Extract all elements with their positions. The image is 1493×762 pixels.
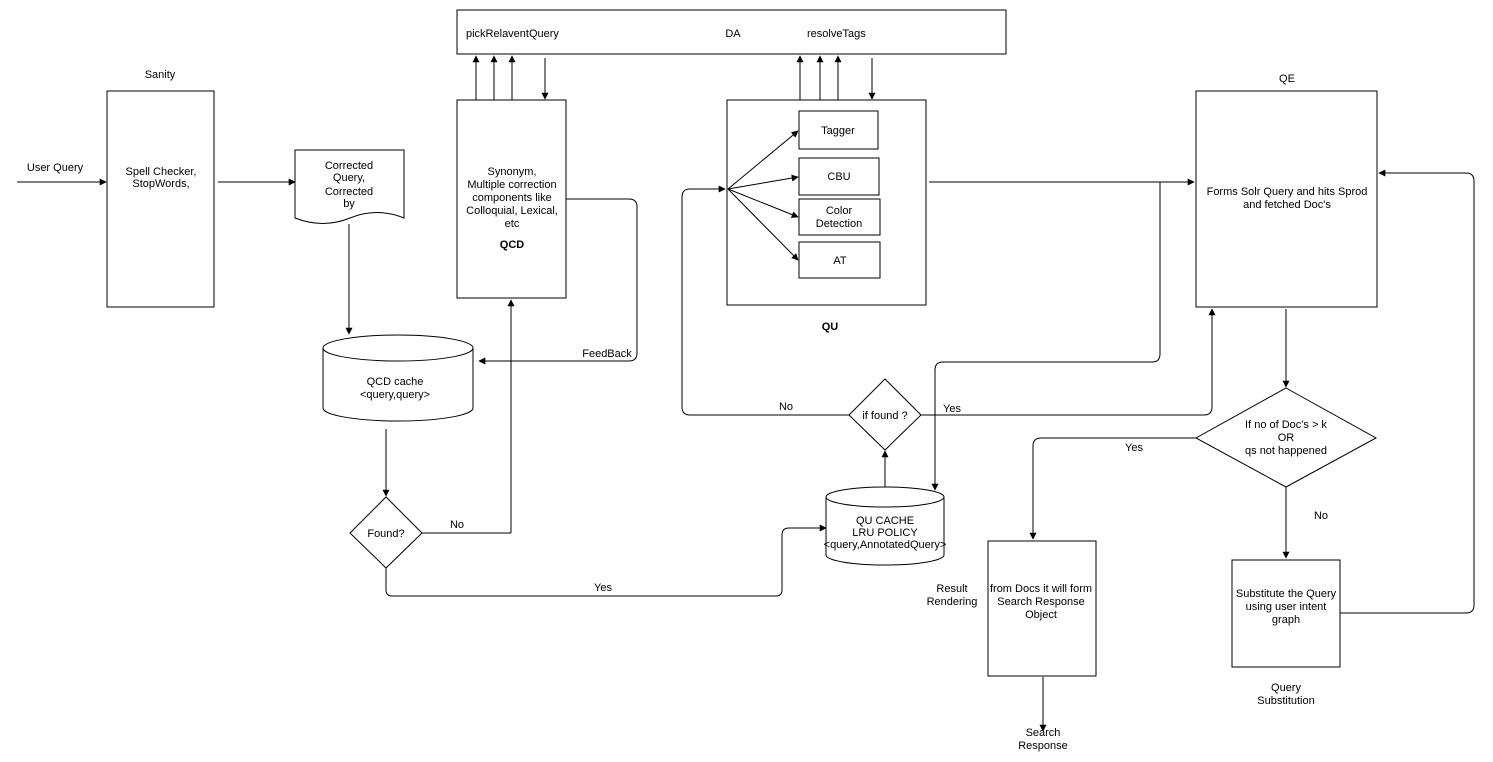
found-yes-to-qu-cache-arrow <box>385 524 827 597</box>
if-found-yes-arrow <box>921 308 1216 416</box>
decision-yes-label: Yes <box>1125 442 1143 454</box>
found-question: Found? <box>367 528 404 540</box>
da-resolve-label: resolveTags <box>807 28 866 40</box>
if-found-decision <box>848 378 922 451</box>
qu-fan-to-tagger <box>727 130 799 190</box>
da-bar <box>456 9 1007 55</box>
color-detection-box <box>798 198 881 236</box>
sanity-line-2: StopWords, <box>132 178 189 190</box>
qcd-cache-rim <box>322 347 474 362</box>
result-label-line-1: Result <box>936 583 967 595</box>
substitute-line-3: graph <box>1272 614 1300 626</box>
search-response-line-2: Response <box>1018 740 1068 752</box>
qe-line-2: and fetched Doc's <box>1243 199 1331 211</box>
if-found-no-arrow <box>681 185 849 416</box>
decision-line-3: qs not happened <box>1245 445 1327 457</box>
qu-cache-rim <box>825 496 945 508</box>
qcd-line-3: components like <box>472 192 552 204</box>
found-no-label: No <box>450 519 464 531</box>
user-query-label: User Query <box>27 162 84 174</box>
qcd-cache-line-2: <query,query> <box>360 389 430 401</box>
qu-cache-cylinder <box>825 486 945 566</box>
qe-title: QE <box>1279 73 1295 85</box>
decision-no-label: No <box>1314 510 1328 522</box>
corrected-line-2: Query, <box>333 172 365 184</box>
if-found-question: if found ? <box>862 410 907 422</box>
qcd-box <box>456 99 567 299</box>
color-detection-line-1: Color <box>826 205 853 217</box>
corrected-line-4: by <box>343 198 355 210</box>
color-detection-line-2: Detection <box>816 218 862 230</box>
sanity-title: Sanity <box>145 69 176 81</box>
qcd-line-1: Synonym, <box>488 166 537 178</box>
found-yes-label: Yes <box>594 582 612 594</box>
substitute-box <box>1231 559 1341 668</box>
decision-yes-arrow <box>1029 437 1196 540</box>
corrected-line-3: Corrected <box>325 186 373 198</box>
if-found-no-label: No <box>779 401 793 413</box>
qu-cache-line-1: QU CACHE <box>856 515 914 527</box>
qcd-cache-cylinder <box>322 334 474 422</box>
substitution-label-line-2: Substitution <box>1257 695 1314 707</box>
qe-line-1: Forms Solr Query and hits Sprod <box>1207 186 1368 198</box>
qcd-line-2: Multiple correction <box>467 179 556 191</box>
qu-to-qu-cache-arrow <box>931 182 1161 491</box>
result-line-2: Search Response <box>997 596 1084 608</box>
if-found-yes-label: Yes <box>943 403 961 415</box>
sanity-box <box>106 90 215 308</box>
decision-line-1: If no of Doc's > k <box>1245 419 1327 431</box>
qu-cache-line-3: <query,AnnotatedQuery> <box>824 539 947 551</box>
search-response-line-1: Search <box>1026 727 1061 739</box>
cbu-box <box>798 157 880 196</box>
at-box <box>798 241 881 279</box>
da-title: DA <box>725 28 741 40</box>
cbu-label: CBU <box>827 171 850 183</box>
tagger-box <box>798 110 879 150</box>
tagger-label: Tagger <box>821 125 855 137</box>
substitute-line-2: using user intent <box>1246 601 1327 613</box>
qcd-title: QCD <box>500 239 525 251</box>
feedback-label: FeedBack <box>582 348 632 360</box>
qe-box <box>1195 90 1378 308</box>
corrected-line-1: Corrected <box>325 160 373 172</box>
qcd-line-5: etc <box>505 218 520 230</box>
qcd-cache-line-1: QCD cache <box>367 376 424 388</box>
qu-cache-line-2: LRU POLICY <box>852 527 918 539</box>
qu-title: QU <box>822 321 839 333</box>
substitute-line-1: Substitute the Query <box>1236 588 1337 600</box>
substitute-to-qe-arrow <box>1340 169 1475 614</box>
sanity-line-1: Spell Checker, <box>126 166 197 178</box>
at-label: AT <box>833 255 847 267</box>
result-line-3: Object <box>1025 609 1057 621</box>
da-pick-label: pickRelaventQuery <box>466 28 559 40</box>
substitution-label-line-1: Query <box>1271 682 1301 694</box>
qu-fan-to-at <box>727 188 799 261</box>
result-label-line-2: Rendering <box>927 596 978 608</box>
qcd-line-4: Colloquial, Lexical, <box>466 205 558 217</box>
decision-line-2: OR <box>1278 432 1295 444</box>
corrected-query-document <box>294 149 405 224</box>
qu-fan-to-color <box>727 188 799 218</box>
feedback-arrow <box>478 198 638 365</box>
qu-fan-to-cbu <box>727 174 799 190</box>
result-rendering-box <box>987 540 1097 677</box>
result-line-1: from Docs it will form <box>990 583 1092 595</box>
